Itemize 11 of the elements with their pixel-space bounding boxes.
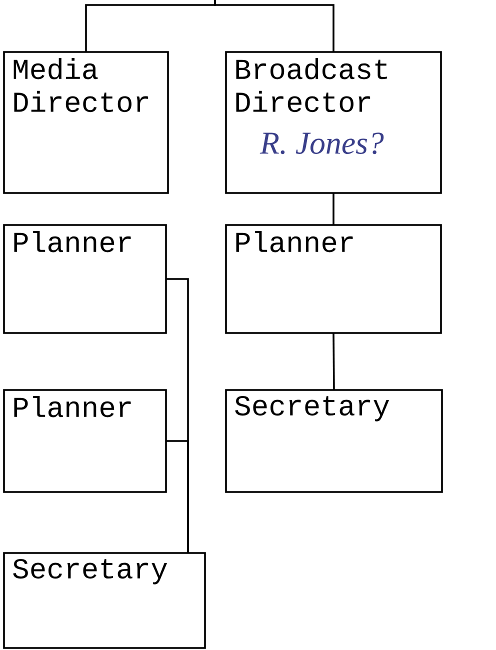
connector-line (332, 193, 334, 225)
connector-line (166, 440, 189, 553)
connector-line (214, 0, 334, 52)
org-box: Secretary (3, 552, 206, 649)
org-box: Planner (3, 389, 167, 493)
org-box: Planner (225, 224, 442, 334)
connector-line (332, 332, 335, 390)
org-box: Secretary (225, 389, 443, 493)
org-box: Media Director (3, 51, 169, 194)
org-box: Broadcast Director R. Jones? (225, 51, 442, 194)
org-box: Planner (3, 224, 167, 334)
